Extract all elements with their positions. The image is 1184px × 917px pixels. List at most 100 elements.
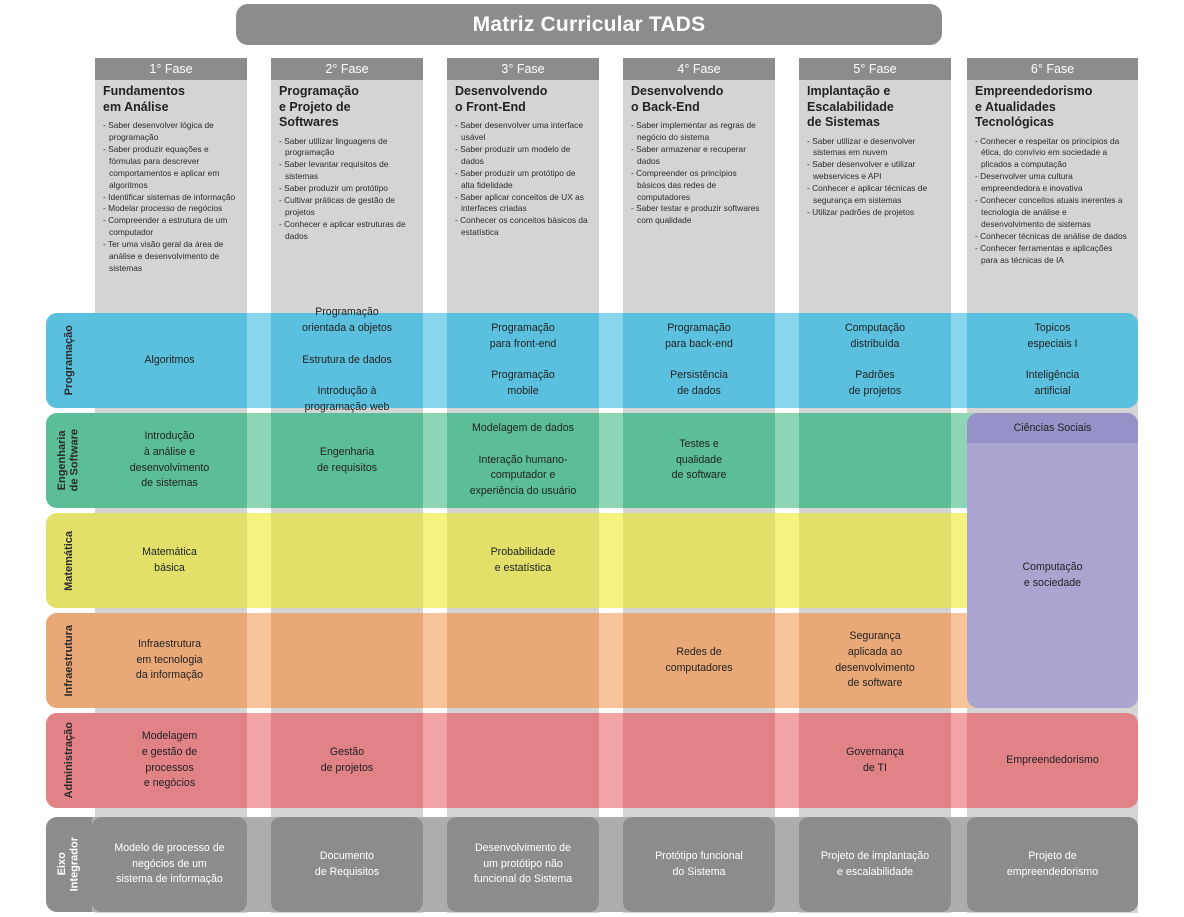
- cell-r6-c1[interactable]: Modelo de processo de negócios de um sis…: [92, 817, 247, 912]
- phase-header-label: 3° Fase: [501, 62, 545, 76]
- phase-competency-item: Saber aplicar conceitos de UX as interfa…: [455, 192, 591, 216]
- row-label-3: Matemática: [46, 513, 92, 608]
- phase-header-4[interactable]: 4° Fase: [623, 58, 775, 80]
- phase-header-label: 6° Fase: [1030, 62, 1075, 76]
- cell-r5-c2[interactable]: Gestão de projetos: [271, 713, 423, 808]
- phase-competency-item: Saber produzir um protótipo: [279, 183, 415, 195]
- cell-text: Gestão de projetos: [320, 745, 374, 774]
- phase-competency-item: Conhecer técnicas de análise de dados: [975, 231, 1130, 243]
- cell-r4-c5[interactable]: Segurança aplicada ao desenvolvimento de…: [799, 613, 951, 708]
- phase-competency-item: Saber desenvolver e utilizar webservices…: [807, 159, 943, 183]
- phase-header-2[interactable]: 2° Fase: [271, 58, 423, 80]
- row-label-2: Engenharia de Software: [46, 413, 92, 508]
- row-label-text: Matemática: [62, 530, 75, 591]
- cell-r1-c2[interactable]: Programação orientada a objetos Estrutur…: [271, 306, 423, 413]
- cell-r2-c4[interactable]: Testes e qualidade de software: [623, 413, 775, 508]
- cell-r2-c5[interactable]: [799, 413, 951, 508]
- page-title-text: Matriz Curricular TADS: [472, 12, 706, 36]
- cell-r3-c3[interactable]: Probabilidade e estatística: [447, 513, 599, 608]
- phase-header-1[interactable]: 1° Fase: [95, 58, 247, 80]
- cell-r2-c1[interactable]: Introdução à análise e desenvolvimento d…: [92, 413, 247, 508]
- row-label-text: Eixo Integrador: [56, 837, 81, 892]
- phase-competency-item: Conhecer e aplicar técnicas de segurança…: [807, 183, 943, 207]
- cell-r6-c5[interactable]: Projeto de implantação e escalabilidade: [799, 817, 951, 912]
- cell-text: Programação orientada a objetos Estrutur…: [301, 305, 393, 414]
- cell-text: Projeto de empreendedorismo: [1006, 849, 1099, 878]
- cell-text: Topicos especiais I Inteligência artific…: [1025, 321, 1080, 398]
- cell-text: Programação para front-end Programação m…: [489, 321, 557, 398]
- phase-header-6[interactable]: 6° Fase: [967, 58, 1138, 80]
- phase-competency-item: Cultivar práticas de gestão de projetos: [279, 195, 415, 219]
- cell-text: Modelo de processo de negócios de um sis…: [114, 841, 225, 886]
- cell-r4-c1[interactable]: Infraestrutura em tecnologia da informaç…: [92, 613, 247, 708]
- phase-header-label: 2° Fase: [325, 62, 369, 76]
- cell-r5-c1[interactable]: Modelagem e gestão de processos e negóci…: [92, 713, 247, 808]
- cell-text: Governança de TI: [846, 745, 904, 774]
- cell-r1-c6[interactable]: Topicos especiais I Inteligência artific…: [967, 313, 1138, 408]
- phase-competency-item: Saber desenvolver uma interface usável: [455, 120, 591, 144]
- cell-r2-c3[interactable]: Modelagem de dados Interação humano- com…: [447, 413, 599, 508]
- phase-title-2: Programação e Projeto de Softwares: [279, 84, 359, 129]
- phase-competency-item: Saber desenvolver lógica de programação: [103, 120, 239, 144]
- cell-text: Probabilidade e estatística: [490, 545, 556, 574]
- cell-r3-c1[interactable]: Matemática básica: [92, 513, 247, 608]
- phase-title-3: Desenvolvendo o Front-End: [455, 84, 548, 114]
- row-label-text: Engenharia de Software: [56, 429, 81, 492]
- phase-title-5: Implantação e Escalabilidade de Sistemas: [807, 84, 894, 129]
- phase-competency-list: Saber utilizar e desenvolver sistemas em…: [807, 136, 943, 219]
- cell-r6-c2[interactable]: Documento de Requisitos: [271, 817, 423, 912]
- cell-r3-c5[interactable]: [799, 513, 951, 608]
- phase-competency-item: Saber produzir um modelo de dados: [455, 144, 591, 168]
- cell-r1-c1[interactable]: Algoritmos: [92, 313, 247, 408]
- phase-competency-list: Saber utilizar linguagens de programação…: [279, 136, 415, 243]
- cell-text: Programação para back-end Persistência d…: [665, 321, 733, 398]
- cell-r6-c4[interactable]: Protótipo funcional do Sistema: [623, 817, 775, 912]
- cell-r3-c4[interactable]: [623, 513, 775, 608]
- phase-competency-item: Saber armazenar e recuperar dados: [631, 144, 767, 168]
- phase-body-1: Fundamentos em AnáliseSaber desenvolver …: [95, 80, 247, 312]
- phase-competency-item: Saber utilizar linguagens de programação: [279, 136, 415, 160]
- cell-r6-c3[interactable]: Desenvolvimento de um protótipo não func…: [447, 817, 599, 912]
- row-label-text: Administração: [62, 722, 75, 799]
- phase-competency-item: Conhecer conceitos atuais inerentes a te…: [975, 195, 1130, 231]
- cell-text: Segurança aplicada ao desenvolvimento de…: [835, 629, 915, 690]
- cell-r5-c6[interactable]: Empreendedorismo: [967, 713, 1138, 808]
- phase-competency-item: Saber implementar as regras de negócio d…: [631, 120, 767, 144]
- cell-r4-c3[interactable]: [447, 613, 599, 708]
- phase-body-5: Implantação e Escalabilidade de Sistemas…: [799, 80, 951, 312]
- cell-r1-c4[interactable]: Programação para back-end Persistência d…: [623, 313, 775, 408]
- row-label-text: Infraestrutura: [62, 624, 75, 697]
- cell-text: Empreendedorismo: [1006, 753, 1099, 766]
- row-label-1: Programação: [46, 313, 92, 408]
- cell-r5-c4[interactable]: [623, 713, 775, 808]
- cell-r5-c5[interactable]: Governança de TI: [799, 713, 951, 808]
- cell-r4-c4[interactable]: Redes de computadores: [623, 613, 775, 708]
- cell-r1-c3[interactable]: Programação para front-end Programação m…: [447, 313, 599, 408]
- phase-header-label: 5° Fase: [853, 62, 897, 76]
- cell-text: Protótipo funcional do Sistema: [655, 849, 743, 878]
- cell-r2-c2[interactable]: Engenharia de requisitos: [271, 413, 423, 508]
- cell-r5-c3[interactable]: [447, 713, 599, 808]
- cell-text: Algoritmos: [144, 353, 195, 366]
- cell-text: Documento de Requisitos: [314, 849, 380, 878]
- cell-text: Desenvolvimento de um protótipo não func…: [473, 841, 573, 886]
- phase-header-5[interactable]: 5° Fase: [799, 58, 951, 80]
- cell-r4-c2[interactable]: [271, 613, 423, 708]
- phase-title-4: Desenvolvendo o Back-End: [631, 84, 724, 114]
- ciencias-sociais-body-text: Computação e sociedade: [1022, 560, 1083, 589]
- phase-competency-list: Saber implementar as regras de negócio d…: [631, 120, 767, 227]
- phase-header-3[interactable]: 3° Fase: [447, 58, 599, 80]
- ciencias-sociais-header: Ciências Sociais: [967, 413, 1138, 443]
- cell-text: Engenharia de requisitos: [316, 445, 378, 474]
- cell-r3-c2[interactable]: [271, 513, 423, 608]
- phase-competency-item: Conhecer e aplicar estruturas de dados: [279, 219, 415, 243]
- cell-text: Redes de computadores: [665, 645, 733, 674]
- phase-competency-item: Utilizar padrões de projetos: [807, 207, 943, 219]
- phase-body-3: Desenvolvendo o Front-EndSaber desenvolv…: [447, 80, 599, 312]
- cell-r6-c6[interactable]: Projeto de empreendedorismo: [967, 817, 1138, 912]
- row-label-4: Infraestrutura: [46, 613, 92, 708]
- phase-competency-list: Conhecer e respeitar os princípios da ét…: [975, 136, 1130, 267]
- cell-r1-c5[interactable]: Computação distribuída Padrões de projet…: [799, 313, 951, 408]
